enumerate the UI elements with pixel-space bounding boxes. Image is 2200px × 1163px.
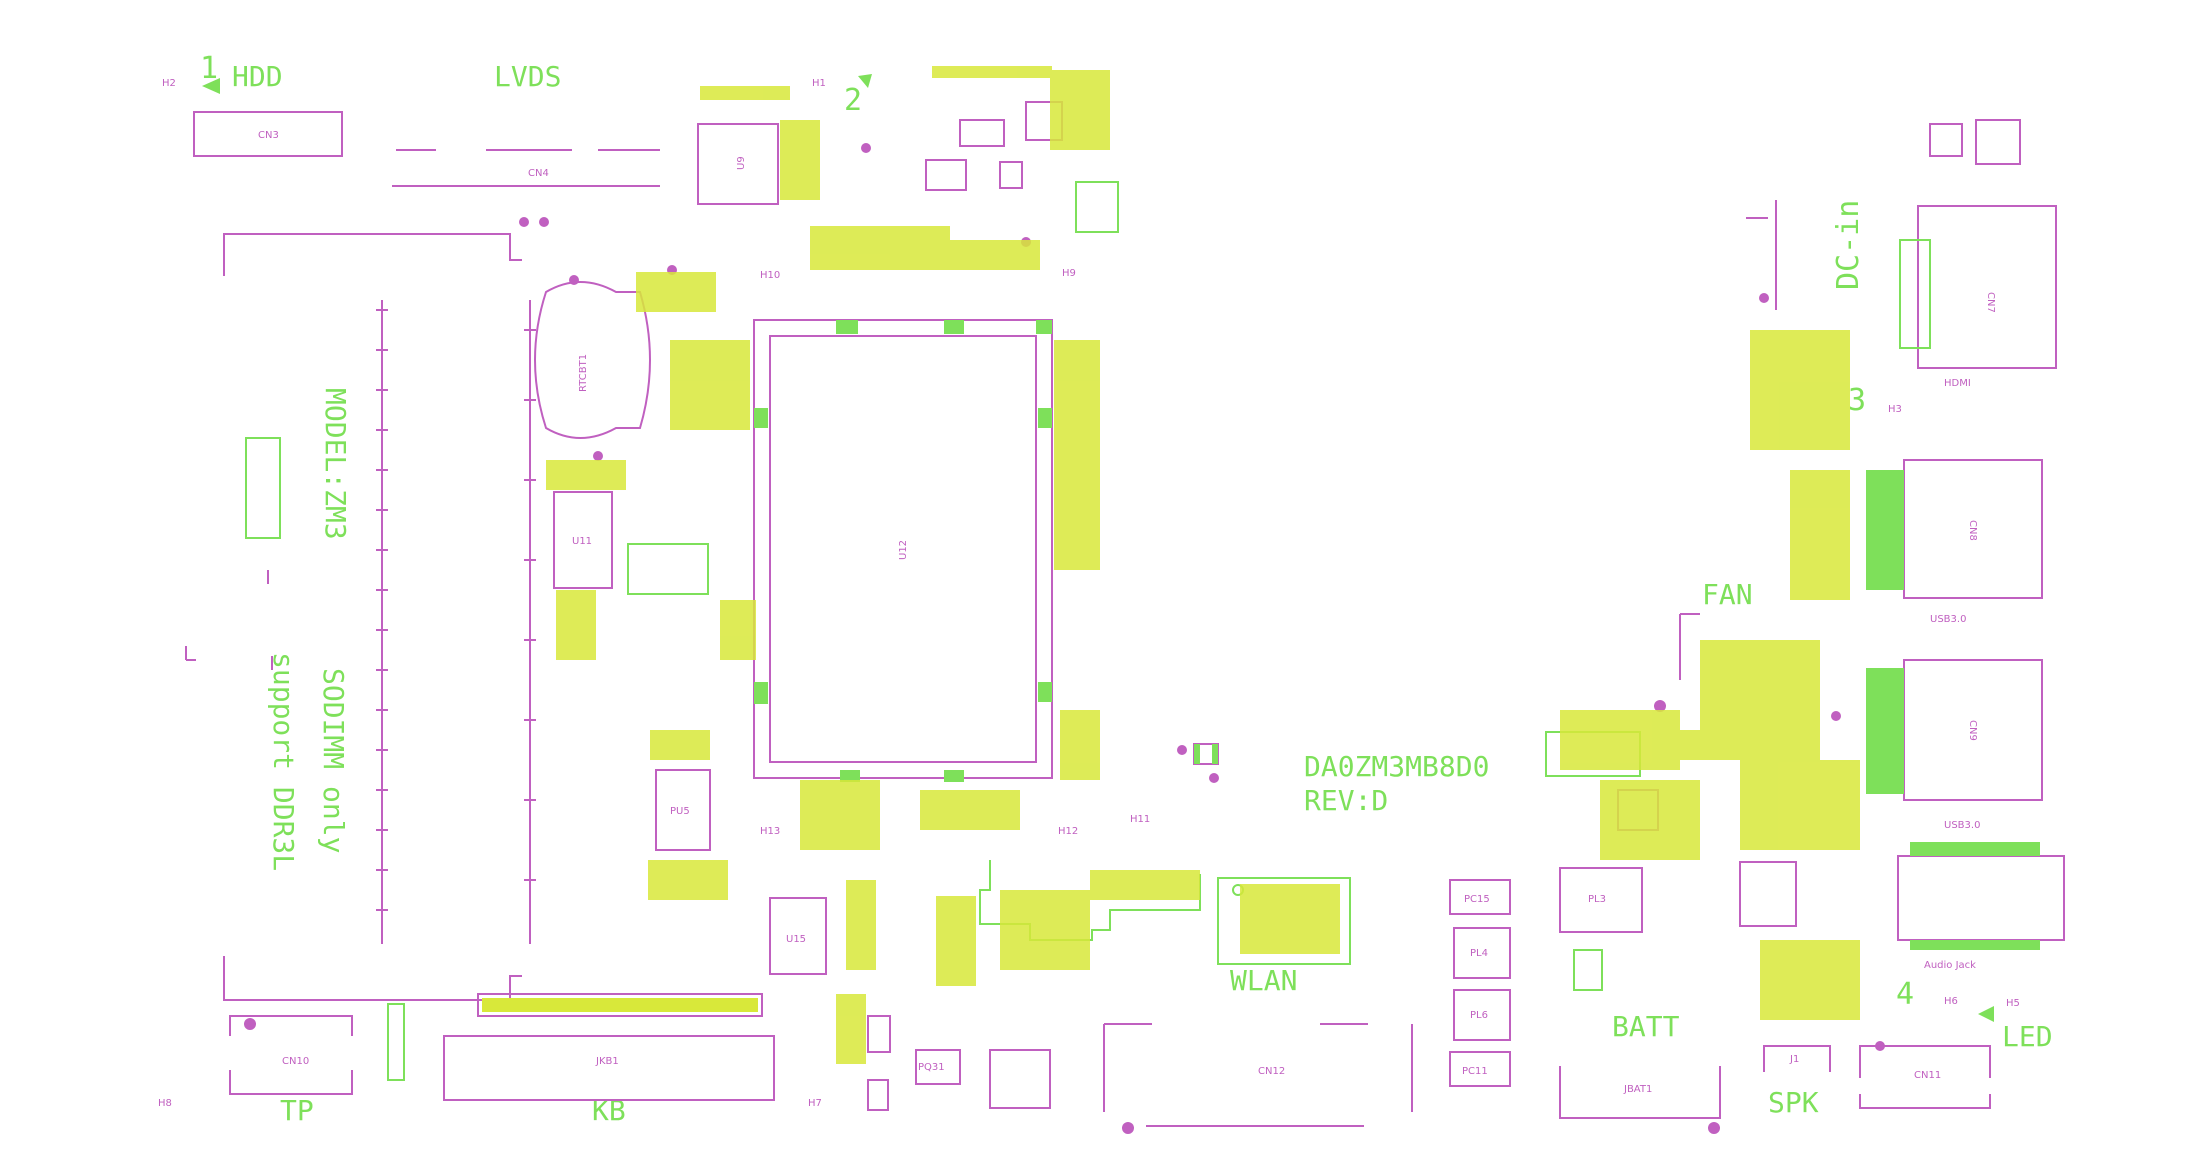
- connector-audio-jack: Audio Jack: [1897, 842, 2065, 971]
- sodimm-tickmarks: [185, 309, 536, 911]
- label-model: MODEL:ZM3: [319, 388, 352, 540]
- label-wlan: WLAN: [1230, 964, 1297, 997]
- svg-text:CN3: CN3: [258, 130, 279, 141]
- svg-text:H7: H7: [808, 1098, 822, 1109]
- label-kb: KB: [592, 1094, 626, 1127]
- svg-text:PL6: PL6: [1470, 1010, 1488, 1021]
- label-spk: SPK: [1768, 1086, 1819, 1119]
- fiducial-dots: [244, 143, 1885, 1134]
- marker-pin3: 3: [1848, 383, 1866, 418]
- svg-text:CN4: CN4: [528, 168, 549, 179]
- green-outline-tp: [387, 1003, 405, 1081]
- connector-cn11: CN11: [1859, 1045, 1991, 1109]
- marker-pin1-arrow: [202, 78, 220, 94]
- label-fan: FAN: [1702, 578, 1753, 611]
- chip-u15: U15: [769, 897, 827, 975]
- connector-usb-cn9: CN9 USB3.0: [1866, 659, 2043, 831]
- label-batt: BATT: [1612, 1010, 1680, 1043]
- svg-text:CN11: CN11: [1914, 1070, 1941, 1081]
- svg-text:JKB1: JKB1: [595, 1056, 619, 1067]
- rtc-battery: RTCBT1: [534, 281, 651, 439]
- connector-cn10: CN10: [229, 1015, 353, 1095]
- chip-u9: U9: [697, 123, 779, 205]
- svg-text:PL4: PL4: [1470, 948, 1488, 959]
- connector-cn12: CN12: [1103, 1023, 1413, 1127]
- svg-text:U12: U12: [898, 540, 909, 560]
- label-lvds: LVDS: [494, 60, 561, 93]
- label-tp: TP: [280, 1094, 314, 1127]
- svg-text:U9: U9: [736, 156, 747, 170]
- green-outline-u11: [627, 543, 709, 595]
- svg-text:CN9: CN9: [1967, 720, 1978, 741]
- svg-text:H12: H12: [1058, 826, 1078, 837]
- top-right-chip: [1929, 119, 2021, 165]
- svg-text:H9: H9: [1062, 268, 1076, 279]
- svg-text:CN7: CN7: [1985, 292, 1996, 313]
- svg-text:CN12: CN12: [1258, 1066, 1285, 1077]
- label-sodimm-only: SODIMM only: [317, 668, 350, 853]
- svg-text:Audio Jack: Audio Jack: [1924, 960, 1976, 971]
- connector-cn3: CN3: [193, 111, 343, 157]
- svg-text:J1: J1: [1789, 1054, 1799, 1065]
- marker-pin2: 2: [844, 83, 862, 118]
- inductor-pl4: PL4: [1453, 927, 1511, 979]
- label-dc-in: DC-in: [1831, 200, 1866, 290]
- svg-text:H6: H6: [1944, 996, 1958, 1007]
- label-board-id: DA0ZM3MB8D0: [1304, 750, 1489, 783]
- green-outline-left: [245, 437, 281, 539]
- component-clusters: [546, 66, 1860, 1064]
- svg-text:USB3.0: USB3.0: [1930, 614, 1966, 625]
- svg-text:PL3: PL3: [1588, 894, 1606, 905]
- svg-text:PC15: PC15: [1464, 894, 1490, 905]
- svg-text:H11: H11: [1130, 814, 1150, 825]
- marker-pin2-arrow: [858, 74, 872, 88]
- marker-led-arrow: [1978, 1006, 1994, 1022]
- inductor-pc11: PC11: [1449, 1051, 1511, 1087]
- svg-text:H10: H10: [760, 270, 780, 281]
- svg-text:PQ31: PQ31: [918, 1062, 945, 1073]
- svg-text:H8: H8: [158, 1098, 172, 1109]
- svg-text:U15: U15: [786, 934, 806, 945]
- label-hdd: HDD: [232, 60, 283, 93]
- connector-j1-spk: J1: [1763, 1045, 1831, 1072]
- label-support-ddr3l: support DDR3L: [267, 652, 300, 871]
- marker-pin1: 1: [200, 51, 218, 86]
- svg-text:H5: H5: [2006, 998, 2020, 1009]
- label-led: LED: [2002, 1020, 2053, 1053]
- svg-text:CN8: CN8: [1967, 520, 1978, 541]
- chip-u12-cpu: U12: [753, 319, 1053, 782]
- fan-connector: [1679, 613, 1700, 680]
- svg-text:H13: H13: [760, 826, 780, 837]
- svg-text:CN10: CN10: [282, 1056, 309, 1067]
- inductor-pl6: PL6: [1453, 989, 1511, 1041]
- connector-usb-cn8: CN8 USB3.0: [1866, 459, 2043, 625]
- keyboard-pin-row: [477, 993, 763, 1017]
- connector-jkb1: JKB1: [443, 1035, 775, 1101]
- inductor-pc15: PC15: [1449, 879, 1511, 915]
- chip-pu5: PU5: [655, 769, 711, 851]
- marker-pin4: 4: [1896, 977, 1914, 1012]
- svg-text:RTCBT1: RTCBT1: [578, 354, 589, 392]
- svg-text:HDMI: HDMI: [1944, 378, 1971, 389]
- inductor-pl3: PL3: [1559, 867, 1643, 933]
- svg-text:H1: H1: [812, 78, 826, 89]
- svg-text:JBAT1: JBAT1: [1623, 1084, 1652, 1095]
- mounting-hole-labels: H1 H2 H3 H5 H6 H7 H8 H9 H10 H11 H12 H13: [158, 78, 2020, 1109]
- svg-text:U11: U11: [572, 536, 592, 547]
- label-revision: REV:D: [1304, 784, 1388, 817]
- svg-text:H2: H2: [162, 78, 176, 89]
- sodimm-socket: [223, 233, 531, 1001]
- svg-text:USB3.0: USB3.0: [1944, 820, 1980, 831]
- connector-hdmi-cn7: CN7 HDMI: [1899, 205, 2057, 389]
- chip-u11: U11: [553, 491, 613, 589]
- connector-jbat1: JBAT1: [1559, 949, 1721, 1119]
- connector-dc-in: [1746, 200, 1777, 310]
- svg-text:PC11: PC11: [1462, 1066, 1488, 1077]
- connector-cn4: CN4: [392, 149, 660, 187]
- svg-text:PU5: PU5: [670, 806, 690, 817]
- svg-text:H3: H3: [1888, 404, 1902, 415]
- regulator-block-top: [925, 101, 1119, 233]
- small-chip-center: [1193, 743, 1219, 765]
